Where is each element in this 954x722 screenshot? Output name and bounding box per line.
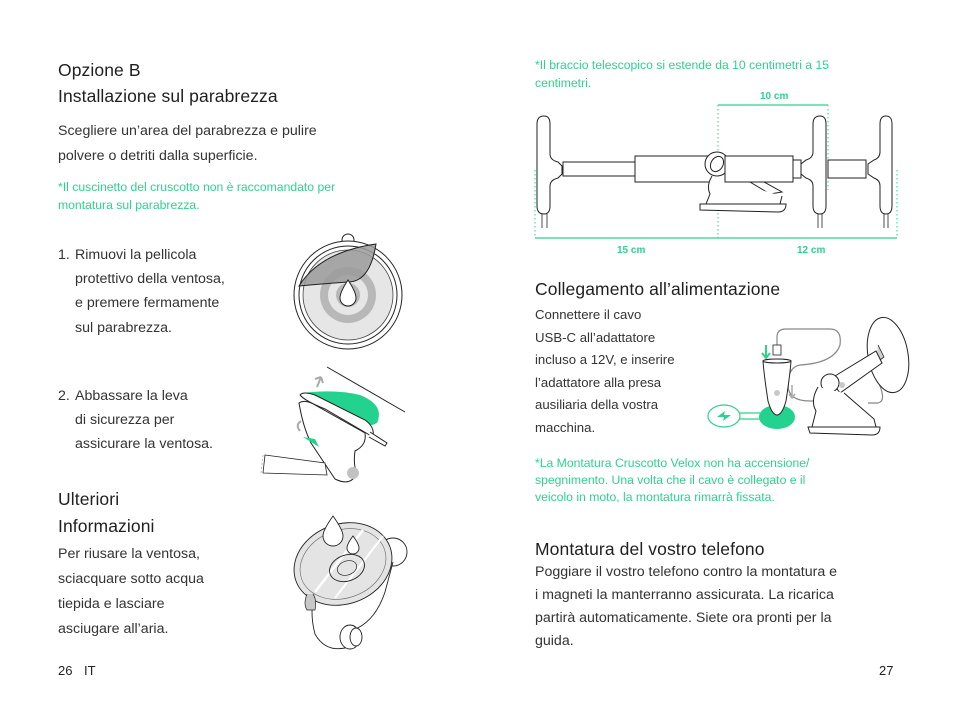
- step-number: 2.: [58, 388, 70, 404]
- power-line: l’adattatore alla presa: [535, 375, 662, 390]
- phone-line: partirà automaticamente. Siete ora pront…: [535, 610, 832, 626]
- step-line: e premere fermamente: [75, 295, 220, 311]
- power-note-line: *La Montatura Cruscotto Velox non ha acc…: [535, 456, 810, 470]
- step-line: di sicurezza per: [75, 412, 175, 428]
- more-info-title-line-2: Informazioni: [58, 516, 155, 536]
- power-line: USB-C all’adattatore: [535, 330, 656, 345]
- step-line: Rimuovi la pellicola: [75, 247, 197, 263]
- intro-line-1: Scegliere un’area del parabrezza e pulir…: [58, 123, 317, 139]
- more-info-line: tiepida e lasciare: [58, 596, 165, 612]
- rinse-suction-cup-illustration: [293, 515, 408, 650]
- windshield-note-line-1: *Il cuscinetto del cruscotto non è racco…: [58, 180, 336, 194]
- power-note-line: spegnimento. Una volta che il cavo è col…: [535, 473, 806, 487]
- page-number-left: 26: [58, 663, 73, 678]
- windshield-note-line-2: montatura sul parabrezza.: [58, 198, 200, 212]
- dimension-label-12cm: 12 cm: [797, 245, 826, 256]
- step-line: protettivo della ventosa,: [75, 271, 225, 287]
- step-line: sul parabrezza.: [75, 320, 172, 336]
- more-info-line: sciacquare sotto acqua: [58, 571, 204, 587]
- power-line: macchina.: [535, 420, 596, 435]
- dimension-label-15cm: 15 cm: [617, 245, 646, 256]
- more-info-line: asciugare all’aria.: [58, 621, 169, 637]
- power-line: ausiliaria della vostra: [535, 397, 659, 412]
- safety-lever-illustration: [260, 366, 406, 483]
- intro-line-2: polvere o detriti dalla superficie.: [58, 148, 258, 164]
- suction-cup-peel-film-illustration: [293, 233, 403, 350]
- phone-line: i magneti la manterranno assicurata. La …: [535, 587, 834, 603]
- power-line: Connettere il cavo: [535, 307, 642, 322]
- phone-line: guida.: [535, 633, 574, 649]
- step-number: 1.: [58, 247, 70, 263]
- arm-note-line-2: centimetri.: [535, 76, 592, 90]
- car-charger-connection-illustration: [707, 316, 910, 436]
- phone-line: Poggiare il vostro telefono contro la mo…: [535, 564, 838, 580]
- more-info-title-line-1: Ulteriori: [58, 489, 120, 509]
- power-line: incluso a 12V, e inserire: [535, 352, 675, 367]
- step-line: assicurare la ventosa.: [75, 436, 214, 452]
- language-code: IT: [84, 663, 96, 678]
- power-note-line: veicolo in moto, la montatura rimarrà fi…: [535, 490, 775, 504]
- more-info-line: Per riusare la ventosa,: [58, 546, 200, 562]
- telescopic-arm-diagram: [534, 104, 898, 239]
- section-title-option-b: Opzione B: [58, 60, 141, 80]
- arm-note-line-1: *Il braccio telescopico si estende da 10…: [535, 58, 830, 72]
- section-subtitle-windshield: Installazione sul parabrezza: [58, 86, 278, 106]
- dimension-label-10cm: 10 cm: [760, 91, 789, 102]
- step-line: Abbassare la leva: [75, 388, 188, 404]
- phone-section-title: Montatura del vostro telefono: [535, 539, 765, 559]
- page-number-right: 27: [879, 663, 894, 678]
- power-section-title: Collegamento all’alimentazione: [535, 279, 781, 299]
